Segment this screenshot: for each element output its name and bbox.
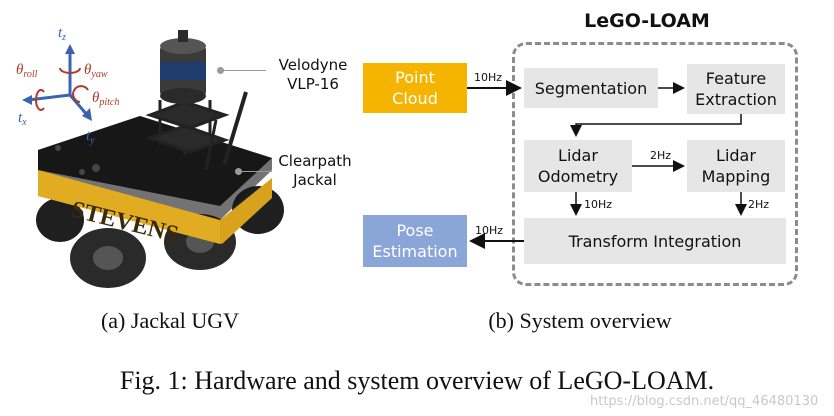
transform-integration-node: Transform Integration — [524, 218, 786, 264]
subcaption-a: (a) Jackal UGV — [100, 308, 240, 333]
watermark: https://blog.csdn.net/qq_46480130 — [590, 394, 819, 409]
jackal-leader-line — [240, 171, 272, 172]
velodyne-leader-dot — [217, 67, 224, 74]
axis-label-tz: tz — [58, 25, 66, 43]
jackal-label-line1: Clearpath — [278, 152, 352, 170]
axis-label-theta-yaw: θyaw — [84, 62, 108, 80]
jackal-leader-dot — [235, 168, 242, 175]
rate-odom-down: 10Hz — [584, 198, 613, 211]
jackal-label-line2: Jackal — [293, 171, 337, 189]
diagram-title: LeGO-LOAM — [584, 10, 710, 32]
axis-label-ty: ty — [86, 128, 95, 146]
velodyne-label-line1: Velodyne — [278, 56, 348, 74]
velodyne-label-line2: VLP-16 — [287, 75, 339, 93]
subcaption-b: (b) System overview — [488, 308, 672, 333]
velodyne-leader-line — [222, 70, 266, 71]
segmentation-node: Segmentation — [524, 68, 658, 108]
lego-loam-boundary — [512, 42, 798, 286]
rate-map-down: 2Hz — [748, 198, 770, 211]
rate-input: 10Hz — [474, 71, 503, 84]
arrow-feature-to-odometry — [570, 114, 742, 137]
coordinate-frame-axes — [22, 44, 92, 121]
rate-output: 10Hz — [475, 224, 504, 237]
axis-label-theta-roll: θroll — [16, 62, 38, 80]
jackal-robot-illustration: STEVENS tz tx ty θroll θyaw θpitch — [16, 25, 284, 288]
figure-caption: Fig. 1: Hardware and system overview of … — [119, 366, 715, 395]
axis-label-tx: tx — [18, 110, 27, 128]
robot-sensor-mast — [145, 91, 248, 171]
velodyne-label: Velodyne VLP-16 — [266, 56, 360, 94]
rate-odom-to-map: 2Hz — [650, 149, 672, 162]
axis-label-theta-pitch: θpitch — [92, 90, 119, 108]
jackal-label: Clearpath Jackal — [270, 152, 360, 190]
velodyne-sensor — [160, 30, 206, 104]
